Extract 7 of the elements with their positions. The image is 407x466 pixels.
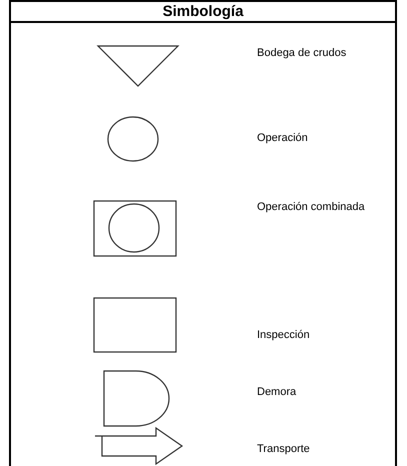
legend-label: Operación combinada	[257, 201, 365, 213]
legend-label: Operación	[257, 132, 308, 144]
legend-label: Transporte	[257, 443, 310, 455]
legend-label: Inspección	[257, 329, 310, 341]
legend-label: Bodega de crudos	[257, 47, 346, 59]
table-header: Simbología	[11, 2, 395, 23]
legend-label: Demora	[257, 386, 296, 398]
